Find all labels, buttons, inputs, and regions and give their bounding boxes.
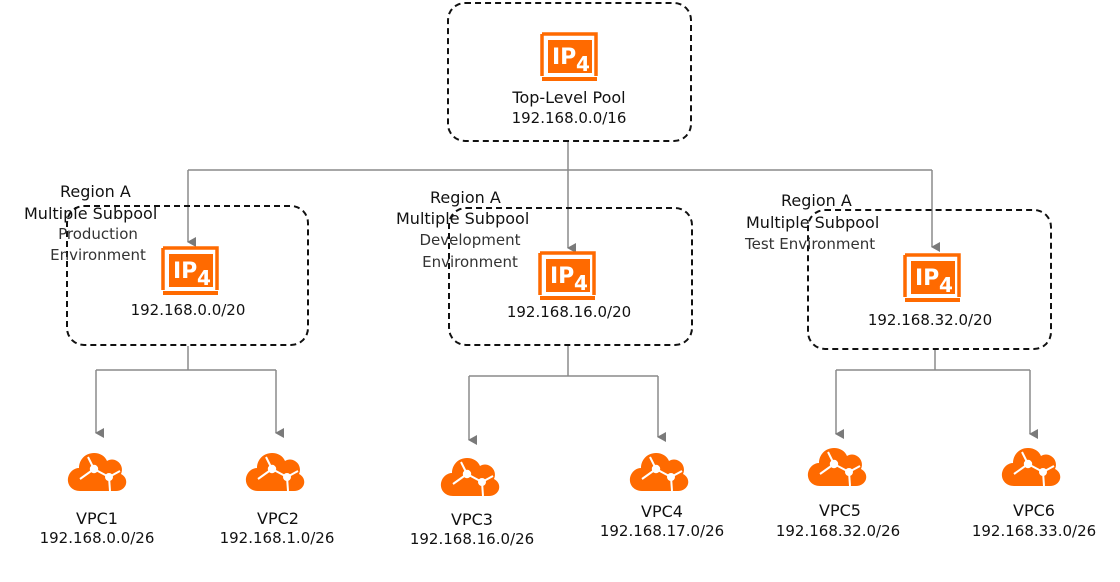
subpool-2-env-line2: Environment xyxy=(422,253,518,271)
svg-text:IP: IP xyxy=(173,259,197,284)
subpool-3-region: Region A xyxy=(781,191,852,210)
vpc4-name: VPC4 xyxy=(641,502,683,521)
subpool-1-cidr: 192.168.0.0/20 xyxy=(130,301,246,319)
ipv4-icon: IP 4 xyxy=(160,245,222,301)
vpc2-cidr: 192.168.1.0/26 xyxy=(219,529,335,547)
subpool-3-box xyxy=(807,209,1052,350)
subpool-1-type: Multiple Subpool xyxy=(24,204,158,223)
vpc3-name: VPC3 xyxy=(451,510,493,529)
subpool-2-env-line1: Development xyxy=(419,231,521,249)
cloud-icon xyxy=(66,441,128,499)
vpc2-name: VPC2 xyxy=(257,509,299,528)
vpc1-name: VPC1 xyxy=(76,509,118,528)
subpool-1-box xyxy=(66,205,309,346)
subpool-2-type: Multiple Subpool xyxy=(396,209,530,228)
vpc4-cidr: 192.168.17.0/26 xyxy=(599,522,725,540)
subpool-3-cidr: 192.168.32.0/20 xyxy=(867,311,993,329)
vpc5-name: VPC5 xyxy=(819,501,861,520)
subpool-2-box xyxy=(448,207,693,346)
subpool-3-env-line1: Test Environment xyxy=(745,235,876,253)
subpool-2-cidr: 192.168.16.0/20 xyxy=(506,303,632,321)
top-pool-title: Top-Level Pool xyxy=(512,88,626,107)
cloud-icon xyxy=(244,441,306,499)
vpc3-cidr: 192.168.16.0/26 xyxy=(409,530,535,548)
cloud-icon xyxy=(439,446,501,504)
ipv4-icon: IP 4 xyxy=(537,250,599,306)
subpool-3-type: Multiple Subpool xyxy=(746,213,880,232)
cloud-icon xyxy=(628,441,690,499)
svg-text:4: 4 xyxy=(197,266,211,290)
top-level-pool-box xyxy=(447,2,692,142)
subpool-1-env-line2: Environment xyxy=(50,246,146,264)
svg-text:4: 4 xyxy=(939,273,953,297)
svg-text:4: 4 xyxy=(576,52,590,76)
svg-text:IP: IP xyxy=(552,45,576,70)
vpc6-name: VPC6 xyxy=(1013,501,1055,520)
svg-text:IP: IP xyxy=(550,264,574,289)
subpool-2-region: Region A xyxy=(430,188,501,207)
subpool-1-env-line1: Production xyxy=(58,225,138,243)
vpc5-cidr: 192.168.32.0/26 xyxy=(775,522,901,540)
subpool-1-region: Region A xyxy=(60,182,131,201)
ipv4-icon: IP 4 xyxy=(539,31,601,87)
vpc1-cidr: 192.168.0.0/26 xyxy=(39,529,155,547)
ipv4-icon: IP 4 xyxy=(902,252,964,308)
svg-text:4: 4 xyxy=(574,271,588,295)
svg-text:IP: IP xyxy=(915,266,939,291)
vpc6-cidr: 192.168.33.0/26 xyxy=(971,522,1097,540)
cloud-icon xyxy=(1000,436,1062,494)
top-pool-cidr: 192.168.0.0/16 xyxy=(511,109,627,127)
cloud-icon xyxy=(806,436,868,494)
